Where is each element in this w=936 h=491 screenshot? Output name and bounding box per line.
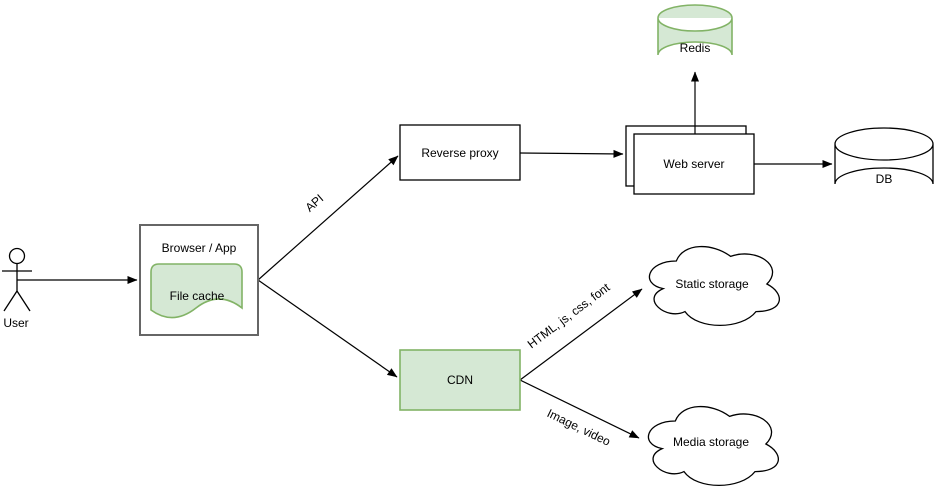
edge-label-media-assets: Image, video [545,406,613,449]
edge-browser-to-reverse-proxy[interactable] [257,155,399,281]
reverse-proxy-label: Reverse proxy [421,146,498,160]
edge-browser-to-cdn[interactable] [257,279,398,378]
user-label: User [3,316,28,330]
actor-legs-icon [3,290,31,312]
static-storage-label: Static storage [675,277,749,291]
browser-app-label: Browser / App [162,241,237,255]
edge-reverse-proxy-to-web-server[interactable] [519,149,624,158]
file-cache-document[interactable] [150,263,243,319]
cdn-box[interactable] [399,349,521,411]
actor-head-icon [8,247,26,265]
browser-app-node[interactable]: Browser / App File cache [139,224,259,336]
edge-cdn-to-media-storage[interactable] [519,379,640,439]
web-server-node[interactable]: Web server [625,125,755,195]
edge-cdn-to-static-storage[interactable] [519,288,643,381]
static-storage-node[interactable]: Static storage [648,245,781,327]
reverse-proxy-box[interactable] [399,124,521,181]
media-storage-node[interactable]: Media storage [647,405,780,487]
web-server-box[interactable] [633,133,755,195]
web-server-label: Web server [663,157,724,171]
redis-cylinder[interactable] [657,4,733,56]
user-actor-node[interactable]: User [2,247,32,331]
media-storage-label: Media storage [673,435,749,449]
redis-label: Redis [680,41,711,55]
db-node[interactable]: DB [834,127,934,186]
cdn-label: CDN [447,373,473,387]
file-cache-label: File cache [170,289,225,303]
edge-label-static-assets: HTML, js, css, font [525,280,613,351]
edge-label-api: API [302,191,326,214]
db-cylinder[interactable] [834,127,934,185]
cdn-node[interactable]: CDN [399,349,521,411]
db-label: DB [876,172,893,186]
redis-node[interactable]: Redis [657,4,733,56]
reverse-proxy-node[interactable]: Reverse proxy [399,124,521,181]
